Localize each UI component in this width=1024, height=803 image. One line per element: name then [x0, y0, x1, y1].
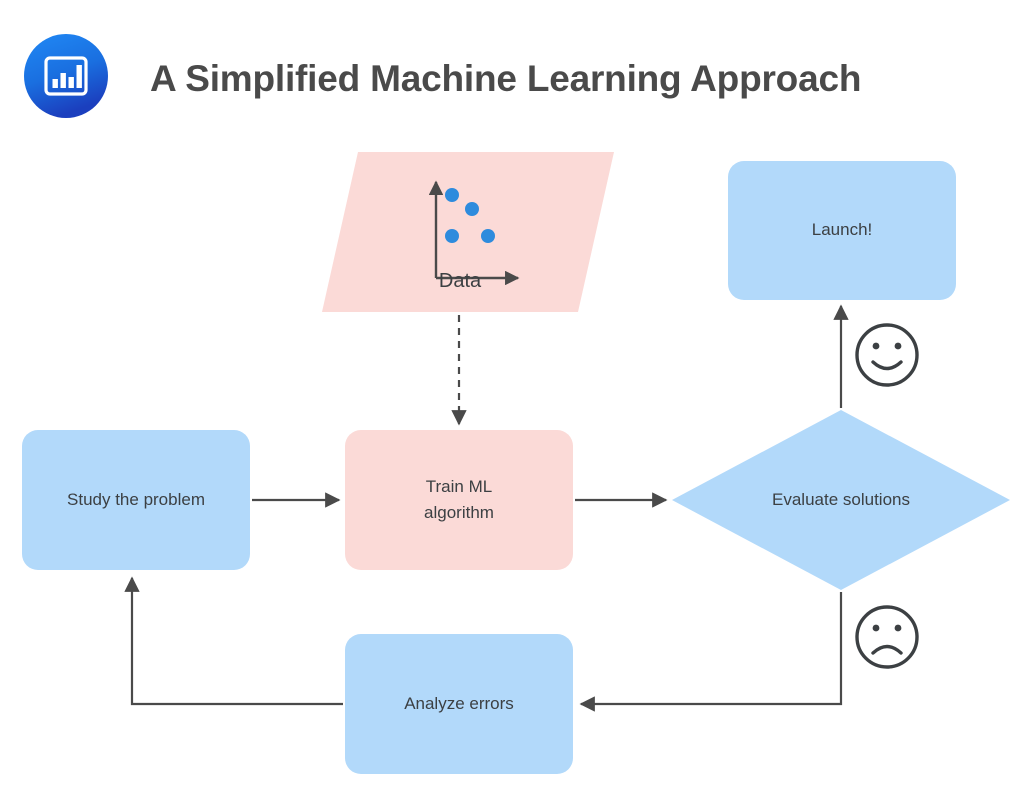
node-train-shape[interactable]: [345, 430, 573, 570]
page-title: A Simplified Machine Learning Approach: [150, 58, 862, 99]
edge-analyze-to-study: [124, 576, 343, 706]
scatter-point: [481, 229, 495, 243]
node-evaluate-shape[interactable]: [672, 410, 1010, 590]
bar-chart-logo-icon: [24, 34, 108, 118]
edge-evaluate-to-analyze: [579, 592, 843, 712]
smiley-face-icon: [855, 323, 919, 387]
sad-face-icon: [855, 605, 919, 669]
node-analyze-shape[interactable]: [345, 634, 573, 774]
scatter-point: [445, 188, 459, 202]
scatter-point: [445, 229, 459, 243]
node-study-shape[interactable]: [22, 430, 250, 570]
node-data-shape[interactable]: [322, 152, 614, 312]
scatter-point: [465, 202, 479, 216]
node-launch-shape[interactable]: [728, 161, 956, 300]
data-scatter-plot: [428, 180, 520, 286]
